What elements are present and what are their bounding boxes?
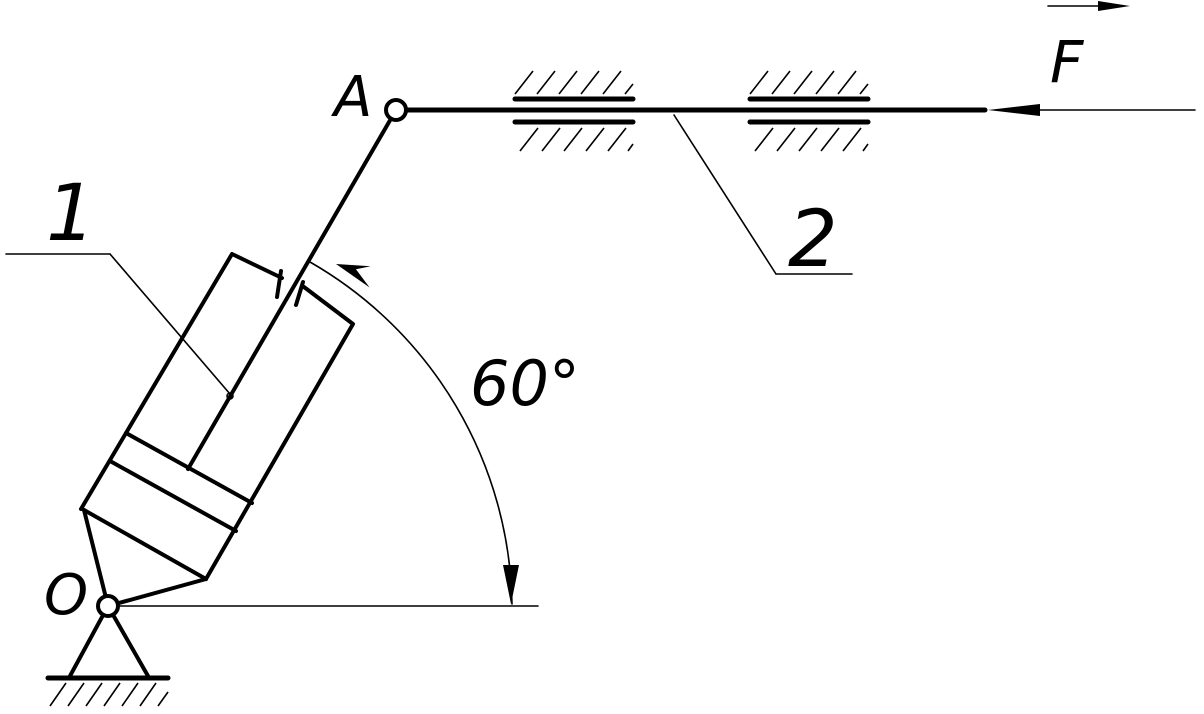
leader-part-1 [5, 253, 231, 395]
piston-rod [186, 108, 398, 471]
guide-bearing-right [747, 70, 871, 152]
force-arrow [988, 104, 1196, 116]
joint-a [384, 98, 408, 122]
label-part-2: 2 [788, 195, 838, 285]
leader-part-2 [673, 114, 853, 275]
fixed-pivot-support [45, 604, 171, 707]
guide-bearing-left [512, 70, 636, 152]
cylinder-mount [82, 508, 208, 608]
force-vector-bar [1047, 1, 1130, 11]
angle-dimension [309, 261, 519, 605]
hydraulic-cylinder-1 [79, 252, 355, 581]
label-force: F [1050, 28, 1085, 96]
label-angle: 60° [470, 347, 580, 420]
label-point-o: O [44, 563, 88, 628]
label-part-1: 1 [46, 169, 96, 259]
label-point-a: A [331, 65, 372, 130]
joint-o [96, 594, 120, 618]
